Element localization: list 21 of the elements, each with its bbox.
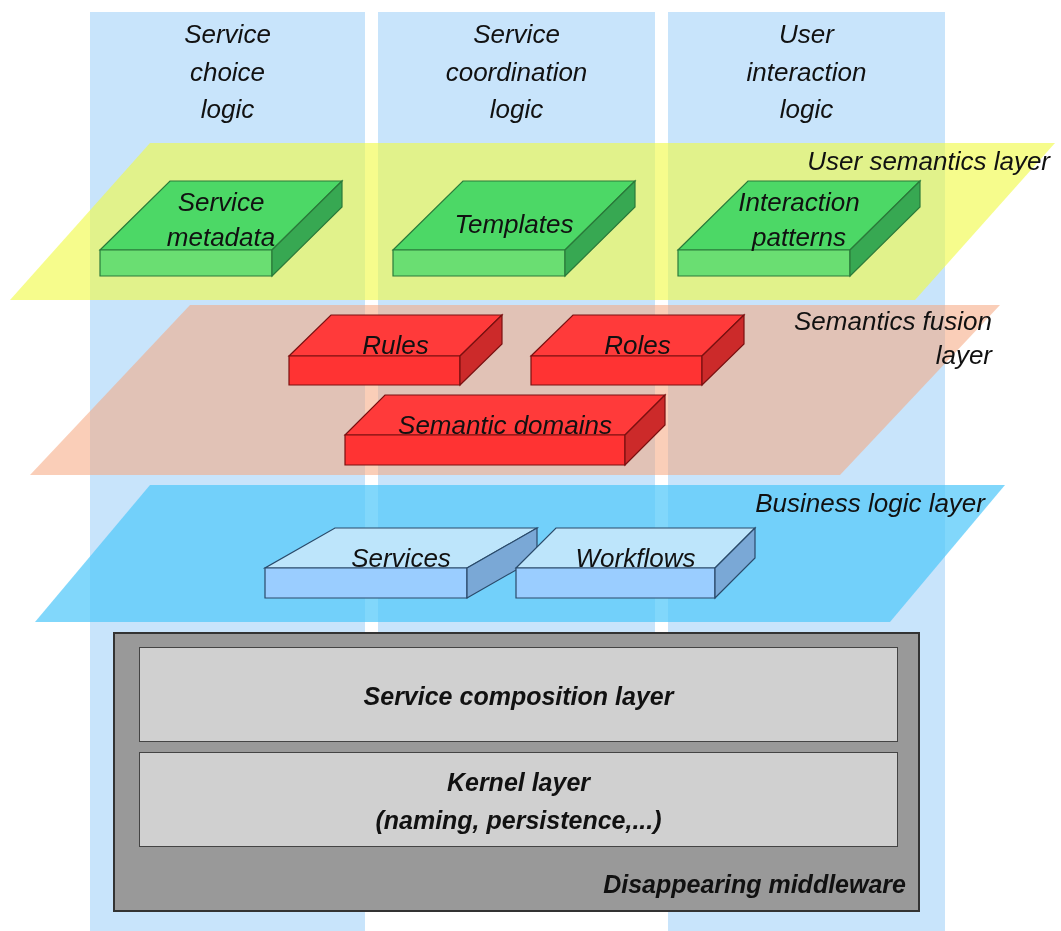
middleware-frame: [113, 632, 920, 912]
component-label: Semantic domains: [397, 409, 613, 443]
component-label: Roles: [603, 329, 672, 363]
component-label: Workflows: [574, 542, 697, 576]
layer-label: Semantics fusion layer: [793, 305, 992, 372]
component-label: Interaction patterns: [737, 186, 861, 255]
column-heading: User interaction logic: [745, 18, 868, 127]
layer-panel: [139, 647, 898, 742]
layer-label: Business logic layer: [754, 487, 985, 520]
layer-label: User semantics layer: [806, 145, 1050, 178]
component-label: Service metadata: [165, 186, 277, 255]
panel-subtitle: (naming, persistence,...): [374, 804, 663, 836]
column-heading: Service coordination logic: [444, 18, 589, 127]
layer-panel: [139, 752, 898, 847]
frame-label: Disappearing middleware: [603, 868, 906, 900]
column-heading: Service choice logic: [183, 18, 272, 127]
component-label: Rules: [361, 329, 430, 363]
panel-title: Service composition layer: [362, 680, 676, 712]
component-label: Templates: [453, 207, 575, 241]
component-label: Services: [350, 542, 452, 576]
panel-title: Kernel layer: [445, 766, 592, 798]
